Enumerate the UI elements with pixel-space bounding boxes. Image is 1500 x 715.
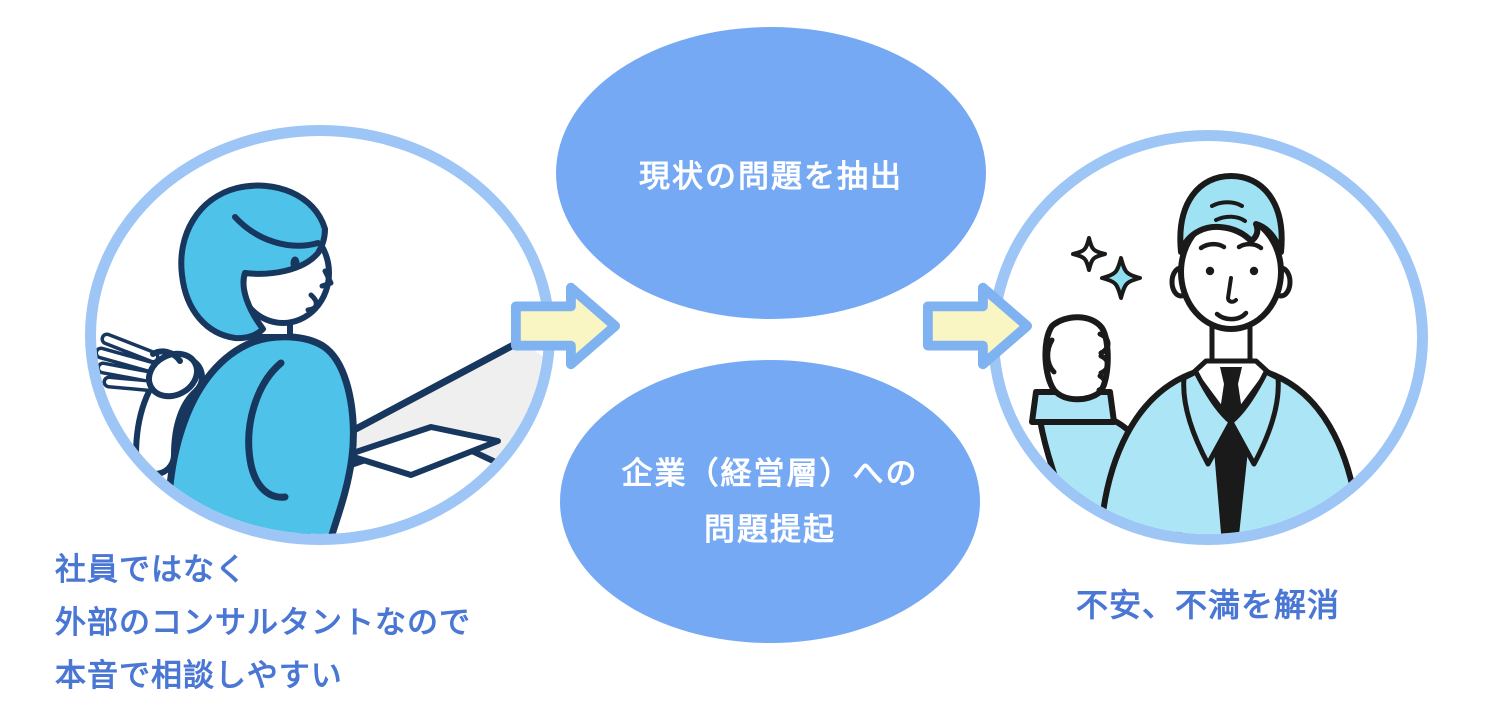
woman-hair xyxy=(178,182,328,342)
process-bubble-extract: 現状の問題を抽出 xyxy=(556,27,986,319)
man-suit xyxy=(1097,323,1363,534)
process-bubble-raise: 企業（経営層）への 問題提起 xyxy=(560,360,980,643)
consultant-caption-line1: 社員ではなく xyxy=(55,552,247,587)
man-hair xyxy=(1177,173,1285,255)
sparkle-icon xyxy=(1071,236,1142,300)
woman-body xyxy=(164,333,357,534)
consultant-woman-illustration xyxy=(96,182,544,534)
woman-eye xyxy=(290,256,300,270)
client-caption: 不安、不満を解消 xyxy=(1076,587,1341,623)
bubble-extract-label: 現状の問題を抽出 xyxy=(639,158,903,194)
arrow-right-icon xyxy=(922,282,1033,370)
woman xyxy=(96,182,357,534)
consultant-caption: 社員ではなく 外部のコンサルタントなので 本音で相談しやすい xyxy=(55,543,575,702)
client-circle xyxy=(988,130,1428,545)
consultant-caption-line3: 本音で相談しやすい xyxy=(55,658,343,693)
man-tie xyxy=(1220,367,1242,384)
bubble-raise-line2: 問題提起 xyxy=(704,511,836,547)
consultant-caption-line2: 外部のコンサルタントなので xyxy=(55,605,471,640)
relieved-businessman-illustration xyxy=(1029,173,1363,534)
paper-small xyxy=(344,424,501,478)
woman-hand xyxy=(96,332,200,400)
man-head xyxy=(1169,173,1293,332)
consultant-circle xyxy=(85,125,555,545)
bubble-raise-line1: 企業（経営層）への xyxy=(621,455,919,491)
arrow-right-icon xyxy=(510,282,621,370)
